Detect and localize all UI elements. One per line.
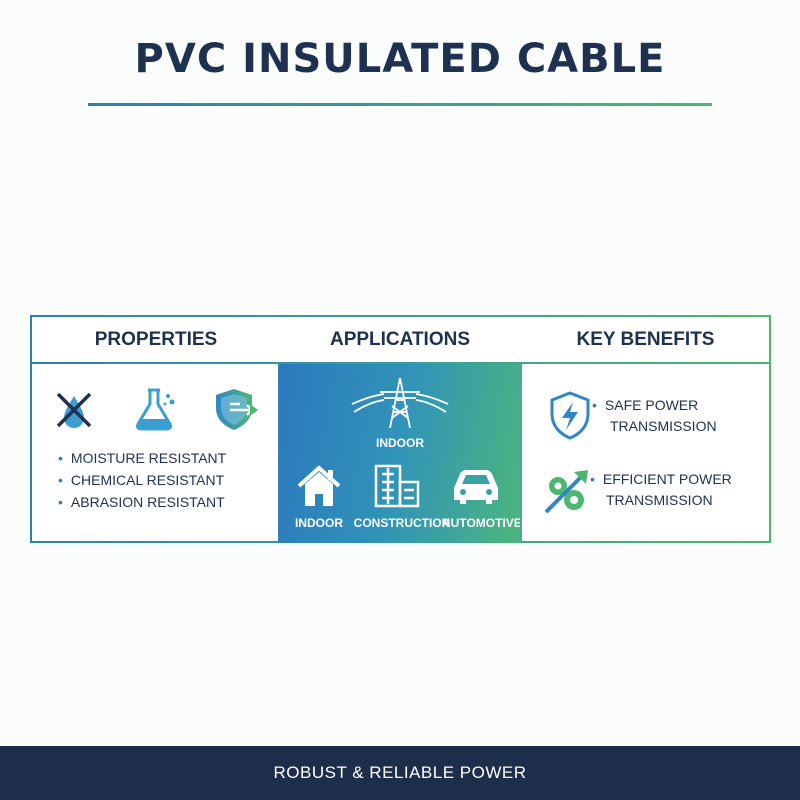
header-divider (32, 362, 769, 364)
properties-header: PROPERTIES (94, 329, 218, 350)
property-item: ABRASION RESISTANT (58, 494, 225, 510)
shield-arrow-icon (216, 389, 258, 430)
chemical-flask-icon (136, 388, 175, 431)
application-label: INDOOR (295, 516, 343, 530)
no-water-drop-icon (56, 392, 92, 428)
info-panel: PROPERTIES APPLICATIONS KEY BENEFITS MOI… (30, 315, 771, 543)
applications-header: APPLICATIONS (329, 329, 471, 350)
benefit-line: EFFICIENT POWER (602, 471, 732, 487)
benefits-header: KEY BENEFITS (576, 329, 715, 350)
application-label: AUTOMOTIVE (442, 516, 522, 530)
shield-lightning-icon (550, 391, 590, 440)
page-title: PVC INSULATED CABLE (134, 36, 666, 82)
power-tower-icon (351, 377, 449, 429)
benefit-line: TRANSMISSION (606, 492, 713, 508)
benefit-line: SAFE POWER (604, 397, 699, 413)
house-icon (297, 465, 341, 506)
property-item: CHEMICAL RESISTANT (58, 472, 224, 488)
footer-banner: ROBUST & RELIABLE POWER (0, 746, 800, 800)
application-label: CONSTRUCTION (353, 516, 451, 530)
benefit-line: TRANSMISSION (610, 418, 717, 434)
car-icon (454, 470, 498, 504)
application-label-top: INDOOR (376, 436, 424, 450)
building-icon (374, 464, 420, 508)
title-underline (88, 103, 712, 106)
gear-arrow-icon (544, 470, 588, 514)
properties-column: MOISTURE RESISTANT CHEMICAL RESISTANT AB… (32, 364, 280, 543)
property-item: MOISTURE RESISTANT (58, 450, 226, 466)
applications-column: INDOOR INDOOR CONSTRUCTION AUTOMOTIVE (280, 364, 522, 543)
